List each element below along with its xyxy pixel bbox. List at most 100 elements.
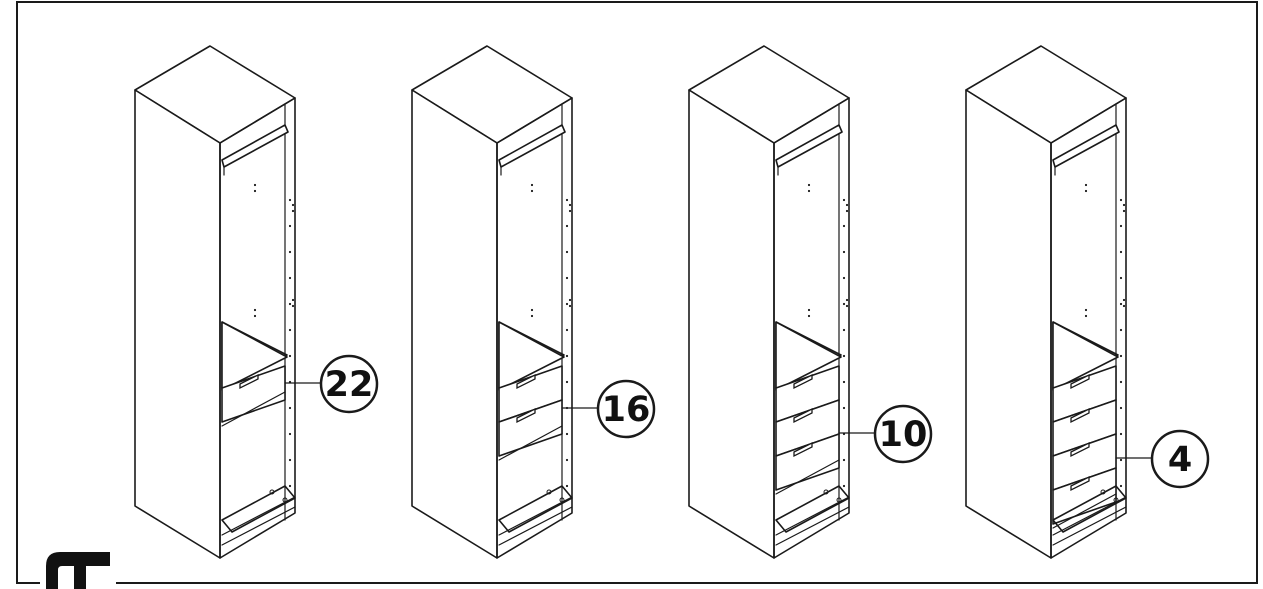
shelf-pin-hole: [565, 250, 569, 254]
drawer-top-shelf: [775, 321, 842, 391]
drawer-top-shelf: [221, 321, 288, 391]
drawer-handle: [516, 407, 536, 424]
drawer-handle: [239, 373, 259, 390]
callout-circle: [1150, 429, 1210, 489]
shelf-pin-hole: [842, 484, 846, 488]
callout-label: 4: [1168, 440, 1192, 480]
shelf-pin-hole: [842, 406, 846, 410]
cabinet: 22: [134, 45, 379, 559]
shelf-pin-hole: [1119, 432, 1123, 436]
shelf-pin-hole: [1122, 298, 1126, 302]
shelf-pin-hole: [568, 304, 572, 308]
cabinet: 10: [688, 45, 933, 559]
shelf-pin-hole: [1084, 189, 1088, 193]
cabinet: 16: [411, 45, 656, 559]
top-shelf: [775, 124, 843, 168]
bottom-hole: [836, 497, 842, 503]
shelf-pin-hole: [253, 189, 257, 193]
shelf-pin-hole: [845, 298, 849, 302]
plinth-edge: [1052, 496, 1127, 536]
shelf-pin-hole: [845, 304, 849, 308]
bottom-hole: [559, 497, 565, 503]
shelf-pin-hole: [568, 298, 572, 302]
shelf-pin-hole: [1119, 458, 1123, 462]
shelf-pin-hole: [845, 209, 849, 213]
shelf-pin-hole: [1084, 183, 1088, 187]
shelf-pin-hole: [565, 354, 569, 358]
shelf-pin-hole: [842, 458, 846, 462]
shelf-pin-hole: [565, 484, 569, 488]
shelf-pin-hole: [1119, 406, 1123, 410]
shelf-pin-hole: [842, 380, 846, 384]
top-shelf: [1052, 124, 1120, 168]
bottom-hole: [1113, 497, 1119, 503]
shelf-pin-hole: [1119, 380, 1123, 384]
bottom-shelf: [498, 485, 573, 533]
shelf-pin-hole: [1119, 276, 1123, 280]
shelf-pin-hole: [565, 276, 569, 280]
shelf-pin-hole: [1122, 304, 1126, 308]
shelf-pin-hole: [253, 314, 257, 318]
bottom-hole: [1100, 489, 1106, 495]
shelf-pin-hole: [288, 484, 292, 488]
shelf-pin-hole: [807, 314, 811, 318]
cabinet-side-panel: [134, 89, 221, 559]
drawer-handle: [1070, 373, 1090, 390]
shelf-pin-hole: [1084, 308, 1088, 312]
shelf-pin-hole: [291, 203, 295, 207]
shelf-pin-hole: [568, 209, 572, 213]
shelf-pin-hole: [288, 328, 292, 332]
shelf-pin-hole: [565, 302, 569, 306]
shelf-pin-hole: [1119, 250, 1123, 254]
cabinet-interior: [219, 97, 296, 559]
cabinet-side-panel: [411, 89, 498, 559]
plinth-edge: [221, 506, 296, 546]
shelf-pin-hole: [565, 432, 569, 436]
bottom-shelf: [221, 485, 296, 533]
shelf-pin-hole: [530, 308, 534, 312]
shelf-pin-hole: [288, 406, 292, 410]
shelf-pin-hole: [842, 198, 846, 202]
drawer-handle: [1070, 441, 1090, 458]
drawer-base-edge: [498, 425, 563, 461]
plinth-edge: [498, 506, 573, 546]
bottom-shelf: [775, 485, 850, 533]
drawer-handle: [1070, 475, 1090, 492]
bottom-hole: [546, 489, 552, 495]
shelf-pin-hole: [842, 328, 846, 332]
plinth-edge: [775, 496, 850, 536]
drawer-handle: [793, 373, 813, 390]
bottom-hole: [823, 489, 829, 495]
plinth-edge: [498, 496, 573, 536]
cabinet-side-panel: [965, 89, 1052, 559]
shelf-pin-hole: [565, 380, 569, 384]
shelf-pin-hole: [530, 183, 534, 187]
callout-circle: [319, 354, 379, 414]
shelf-pin-hole: [288, 458, 292, 462]
callout-label: 10: [879, 415, 928, 455]
shelf-pin-hole: [530, 314, 534, 318]
diagram-frame: [16, 1, 1258, 584]
shelf-pin-hole: [291, 304, 295, 308]
shelf-pin-hole: [291, 298, 295, 302]
drawer-handle: [793, 407, 813, 424]
callout-circle: [873, 404, 933, 464]
shelf-pin-hole: [807, 189, 811, 193]
shelf-pin-hole: [530, 189, 534, 193]
shelf-pin-hole: [565, 328, 569, 332]
plinth-edge: [221, 496, 296, 536]
shelf-pin-hole: [842, 354, 846, 358]
shelf-pin-hole: [288, 198, 292, 202]
shelf-pin-hole: [1119, 328, 1123, 332]
shelf-pin-hole: [807, 308, 811, 312]
shelf-pin-hole: [1084, 314, 1088, 318]
shelf-pin-hole: [1122, 203, 1126, 207]
drawer-front: [498, 399, 563, 457]
shelf-pin-hole: [288, 224, 292, 228]
shelf-pin-hole: [1119, 354, 1123, 358]
shelf-pin-hole: [253, 308, 257, 312]
shelf-pin-hole: [1119, 224, 1123, 228]
bottom-hole: [269, 489, 275, 495]
shelf-pin-hole: [253, 183, 257, 187]
